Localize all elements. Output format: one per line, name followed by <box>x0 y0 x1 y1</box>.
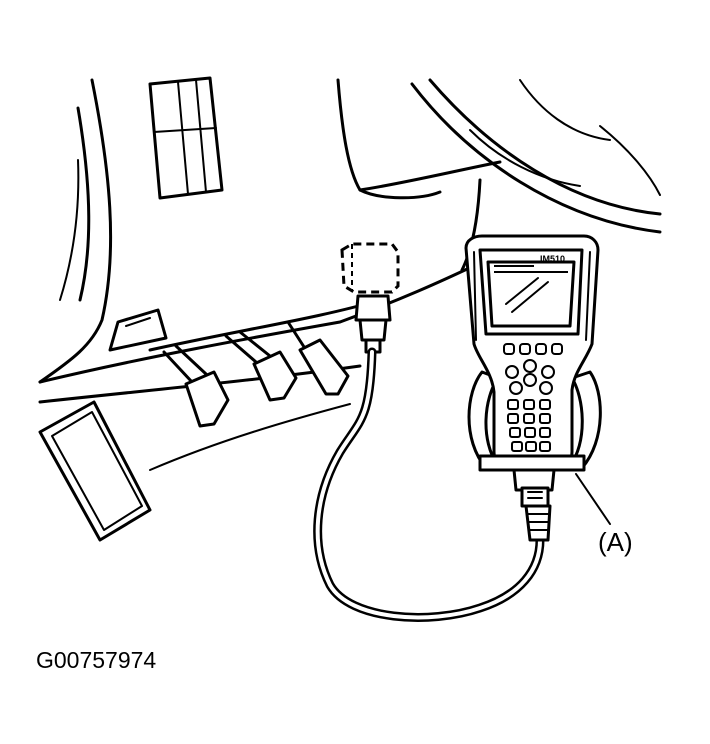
air-vent <box>148 76 224 200</box>
cable <box>313 347 552 622</box>
brake-pedal-icon <box>162 344 230 428</box>
dlc-connector-icon <box>340 242 400 294</box>
navigation-keys <box>505 359 555 395</box>
callout-leader <box>575 473 611 525</box>
screen-text: IM510 <box>540 254 565 264</box>
floor-mat <box>38 400 152 542</box>
function-keys <box>503 343 563 355</box>
clutch-pedal-icon <box>224 330 298 402</box>
accelerator-pedal-icon <box>286 320 350 396</box>
callout-label: (A) <box>598 527 633 557</box>
cable-plug <box>354 294 392 354</box>
figure-id: G00757974 <box>36 647 157 673</box>
keypad <box>507 399 551 452</box>
dashboard-lower-panel <box>38 78 662 471</box>
scan-tool-icon <box>464 234 602 508</box>
